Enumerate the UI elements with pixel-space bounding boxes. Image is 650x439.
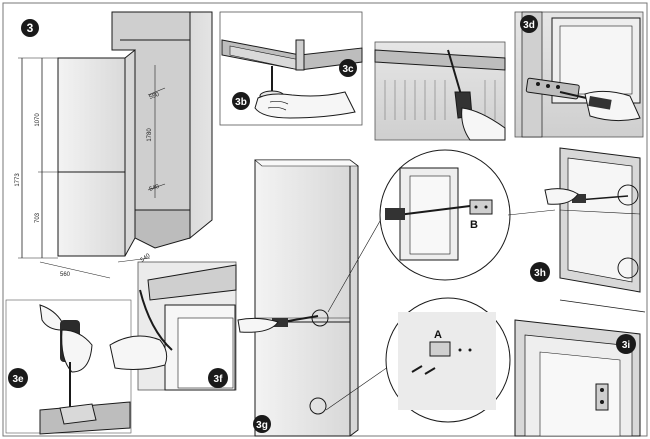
step-3h-badge (530, 262, 550, 282)
panel-3-cabinet: 3 1773 1070 703 560 550 1780 540 540 (15, 11, 213, 279)
step-3c-badge (339, 59, 357, 77)
panel-3d-hinge: 3d (514, 11, 644, 138)
panel-rail-screwdriver (374, 41, 506, 141)
step-3i-label: 3i (622, 340, 631, 351)
step-3c-label: 3c (342, 64, 354, 75)
panel-3f-seal: 3f (109, 261, 237, 391)
step-3g-label: 3g (256, 420, 268, 431)
dim-depth: 550 (149, 92, 161, 101)
dim-upper-height: 1070 (35, 113, 41, 127)
step-3f-badge (208, 368, 228, 388)
step-3i-badge (616, 334, 636, 354)
dim-gap: 540 (140, 253, 152, 264)
panel-3g-fridge: 3g (237, 159, 399, 437)
dim-total-height: 1773 (15, 173, 21, 187)
detail-circle-b: B (379, 149, 556, 281)
step-3b-label: 3b (235, 97, 247, 108)
dim-width: 560 (60, 272, 71, 278)
panel-3i-door-corner: 3i (514, 299, 646, 437)
detail-circle-a: A (385, 297, 511, 423)
step-3b-badge (232, 92, 250, 110)
panel-3b-3c-leveling-foot: 3b 3c (219, 11, 363, 126)
step-3e-badge (8, 368, 28, 388)
panel-3e-foot-screw: 3e (5, 299, 132, 435)
step-3d-label: 3d (523, 20, 535, 31)
dim-niche-depth: 540 (149, 184, 161, 193)
step-3f-label: 3f (214, 374, 224, 385)
dim-lower-height: 703 (35, 212, 41, 223)
dim-niche-height: 1780 (147, 128, 153, 142)
panel-3h-door: 3h (530, 147, 641, 293)
label-bracket-b: B (470, 219, 478, 231)
step-3-label: 3 (27, 21, 34, 35)
step-3h-label: 3h (534, 268, 546, 279)
step-3d-badge (520, 15, 538, 33)
step-3-badge (21, 19, 39, 37)
step-3g-badge (253, 415, 271, 433)
step-3e-label: 3e (12, 374, 24, 385)
label-bracket-a: A (434, 329, 442, 341)
